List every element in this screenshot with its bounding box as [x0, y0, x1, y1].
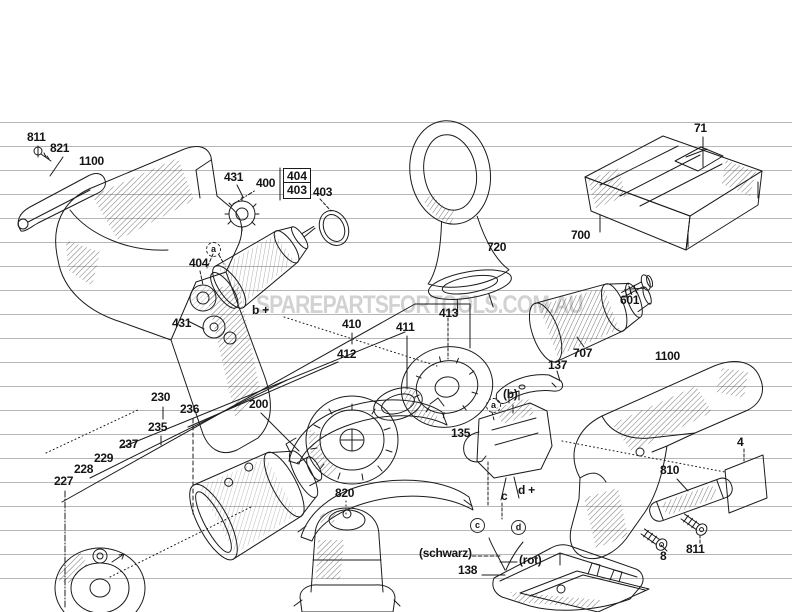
- half-shell-lower-drawing: [297, 479, 474, 542]
- motor-gear-group-drawing: [189, 196, 350, 345]
- label-4: 4: [737, 435, 744, 449]
- label-200: 200: [249, 397, 269, 411]
- label-137: 137: [548, 358, 568, 372]
- label-227: 227: [54, 474, 74, 488]
- label-707: 707: [573, 346, 593, 360]
- label-412: 412: [337, 347, 357, 361]
- loop-handle-drawing: [409, 120, 512, 314]
- label-236: 236: [180, 402, 200, 416]
- label-ref-d-circle: d: [511, 520, 526, 535]
- label-schwarz: (schwarz): [419, 546, 472, 560]
- label-ref-a-switch: a: [486, 398, 501, 413]
- label-821: 821: [50, 141, 70, 155]
- label-411: 411: [396, 320, 415, 334]
- label-810: 810: [660, 463, 680, 477]
- label-1100-left: 1100: [79, 154, 104, 168]
- watermark-text: SPAREPARTSFORTOOLS.COM.AU: [256, 291, 584, 319]
- label-404-left: 404: [189, 256, 209, 270]
- label-404-boxed: 404: [283, 168, 311, 185]
- half-shell-upper-drawing: [285, 397, 448, 465]
- label-ref-b-paren: (b): [503, 387, 518, 401]
- label-403-boxed: 403: [283, 182, 311, 199]
- label-135: 135: [451, 426, 471, 440]
- label-400: 400: [256, 176, 276, 190]
- label-431-top: 431: [224, 170, 244, 184]
- label-230: 230: [151, 390, 171, 404]
- label-601: 601: [620, 293, 640, 307]
- label-ref-b-plus: b +: [252, 303, 269, 317]
- label-71: 71: [694, 121, 707, 135]
- label-ref-a-top: a: [206, 242, 221, 257]
- clutch-ring-413-drawing: [400, 346, 494, 428]
- chuck-drawing: [528, 282, 652, 363]
- label-plate-drawing: [724, 454, 768, 514]
- left-housing-drawing: [55, 146, 271, 454]
- label-403: 403: [313, 185, 333, 199]
- ring-gear-drawing: [305, 395, 399, 485]
- switch-drawing: [463, 390, 553, 501]
- label-228: 228: [74, 462, 94, 476]
- label-700: 700: [571, 228, 591, 242]
- label-811-right: 811: [686, 542, 705, 556]
- label-431-left: 431: [172, 316, 192, 330]
- spring-clip-drawing: [17, 146, 106, 232]
- label-811-top: 811: [27, 130, 46, 144]
- label-ref-c-small: c: [501, 489, 508, 503]
- belt-clip-drawing: [495, 374, 564, 404]
- battery-pack-drawing: [584, 135, 763, 251]
- label-ref-d-plus: d +: [518, 483, 535, 497]
- label-229: 229: [94, 451, 114, 465]
- label-rot: (rot): [519, 553, 542, 567]
- leader-lines: [37, 136, 745, 609]
- screw-811-right-drawing: [680, 513, 708, 536]
- label-720: 720: [487, 240, 507, 254]
- chuck-screw-drawing: [621, 274, 654, 298]
- label-235: 235: [148, 420, 168, 434]
- motor-drawing: [293, 507, 401, 612]
- label-8: 8: [660, 549, 667, 563]
- label-237: 237: [119, 437, 139, 451]
- label-138: 138: [458, 563, 478, 577]
- label-ref-c-circle: c: [470, 518, 485, 533]
- grip-inlay-drawing: [649, 477, 733, 522]
- label-413: 413: [439, 306, 459, 320]
- screw-8-drawing: [640, 528, 668, 551]
- clutch-plate-drawing: [54, 547, 146, 612]
- terminal-plate-drawing: [519, 562, 650, 612]
- label-1100-right: 1100: [655, 349, 680, 363]
- label-410: 410: [342, 317, 362, 331]
- label-820: 820: [335, 486, 355, 500]
